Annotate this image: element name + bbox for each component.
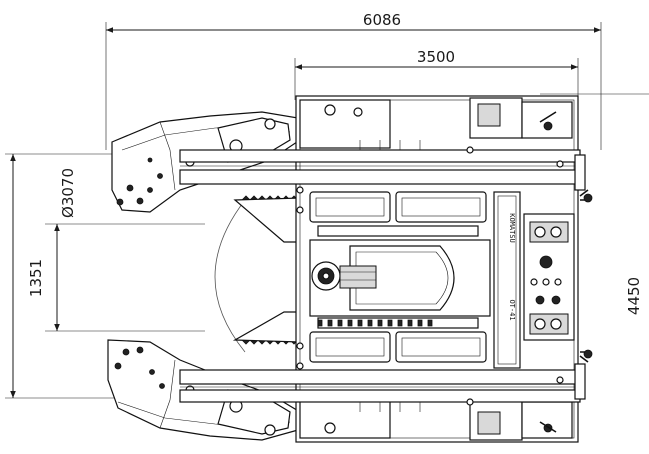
dimension-overall-length: 6086 (105, 11, 602, 150)
dimension-label-overall-width: 4450 (625, 277, 643, 315)
panel-label-lower: OT-41 (508, 299, 516, 320)
lower-beam (179, 363, 586, 403)
dimension-jaw-opening: 1351 (27, 223, 205, 332)
dimension-frame-length: 3500 (294, 48, 579, 100)
right-equipment-block (523, 189, 593, 363)
dimension-label-overall-length: 6086 (363, 11, 401, 29)
dimension-label-jaw-opening: 1351 (27, 259, 45, 297)
upper-beam (179, 149, 586, 191)
dimension-label-jaw-diameter: Ø3070 (59, 168, 77, 218)
swing-arc (214, 199, 246, 353)
vertical-control-panel: KOMATSU OT-41 (493, 191, 521, 369)
dimension-label-frame-length: 3500 (417, 48, 455, 66)
upper-cylinder-pair (309, 191, 487, 223)
panel-label-upper: KOMATSU (508, 213, 516, 243)
dimension-overall-width: 4450 (540, 93, 649, 315)
frame-fasteners (296, 140, 564, 412)
central-drive-unit (309, 225, 491, 329)
lower-cylinder-pair (309, 331, 487, 363)
